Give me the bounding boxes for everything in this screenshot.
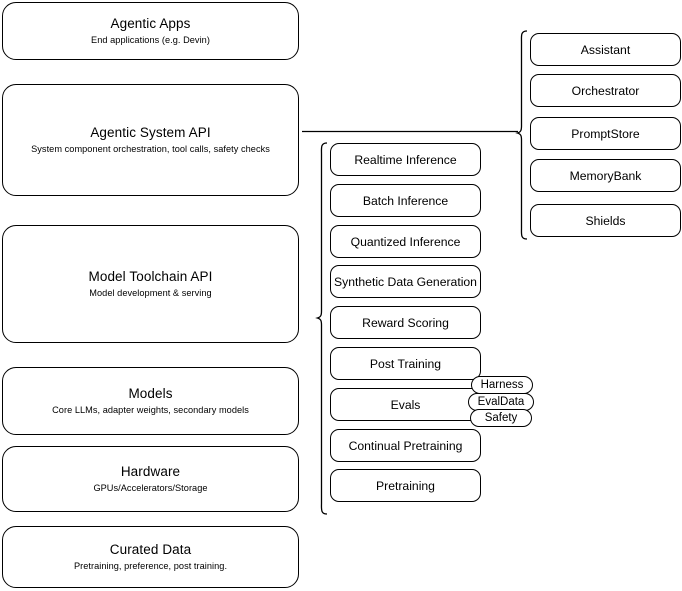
layer-hardware[interactable]: Hardware GPUs/Accelerators/Storage [2, 446, 299, 512]
layer-agentic-apps[interactable]: Agentic Apps End applications (e.g. Devi… [2, 2, 299, 60]
layer-title: Hardware [120, 464, 181, 479]
evals-tag-label: Harness [480, 378, 524, 391]
toolchain-item-label: Post Training [369, 356, 442, 371]
layer-subtitle: Model development & serving [89, 288, 212, 298]
system-item-orchestrator[interactable]: Orchestrator [530, 74, 681, 107]
system-item-label: Assistant [580, 42, 631, 57]
toolchain-item-realtime-inference[interactable]: Realtime Inference [330, 143, 481, 176]
system-item-label: Orchestrator [571, 83, 640, 98]
toolchain-item-reward-scoring[interactable]: Reward Scoring [330, 306, 481, 339]
brace-system-components [515, 30, 528, 240]
system-item-shields[interactable]: Shields [530, 204, 681, 237]
system-item-assistant[interactable]: Assistant [530, 33, 681, 66]
system-item-label: Shields [585, 213, 626, 228]
system-item-memorybank[interactable]: MemoryBank [530, 159, 681, 192]
layer-subtitle: Pretraining, preference, post training. [73, 561, 228, 571]
layer-subtitle: Core LLMs, adapter weights, secondary mo… [52, 405, 249, 415]
layer-subtitle: GPUs/Accelerators/Storage [93, 483, 208, 493]
layer-title: Model Toolchain API [88, 269, 213, 284]
layer-title: Agentic System API [90, 125, 211, 140]
layer-curated-data[interactable]: Curated Data Pretraining, preference, po… [2, 526, 299, 588]
layer-subtitle: End applications (e.g. Devin) [91, 35, 210, 45]
system-item-promptstore[interactable]: PromptStore [530, 117, 681, 150]
toolchain-item-continual-pretraining[interactable]: Continual Pretraining [330, 429, 481, 462]
toolchain-item-label: Pretraining [376, 478, 435, 493]
brace-toolchain-components [315, 142, 328, 515]
toolchain-item-label: Batch Inference [362, 193, 449, 208]
toolchain-item-label: Evals [390, 397, 421, 412]
toolchain-item-label: Realtime Inference [354, 152, 457, 167]
layer-title: Agentic Apps [110, 16, 191, 31]
toolchain-item-evals[interactable]: Evals [330, 388, 481, 421]
layer-title: Curated Data [109, 542, 192, 557]
system-item-label: MemoryBank [569, 168, 642, 183]
toolchain-item-label: Continual Pretraining [348, 438, 463, 453]
evals-tag-label: Safety [484, 411, 518, 424]
layer-subtitle: System component orchestration, tool cal… [31, 144, 270, 154]
toolchain-item-batch-inference[interactable]: Batch Inference [330, 184, 481, 217]
evals-tag-label: EvalData [477, 395, 525, 408]
toolchain-item-synthetic-data-generation[interactable]: Synthetic Data Generation [330, 265, 481, 298]
evals-tag-harness[interactable]: Harness [471, 376, 533, 394]
layer-agentic-system-api[interactable]: Agentic System API System component orch… [2, 84, 299, 196]
toolchain-item-post-training[interactable]: Post Training [330, 347, 481, 380]
layer-models[interactable]: Models Core LLMs, adapter weights, secon… [2, 367, 299, 435]
toolchain-item-label: Quantized Inference [350, 234, 461, 249]
evals-tag-safety[interactable]: Safety [470, 409, 532, 427]
toolchain-item-pretraining[interactable]: Pretraining [330, 469, 481, 502]
layer-model-toolchain-api[interactable]: Model Toolchain API Model development & … [2, 225, 299, 343]
toolchain-item-label: Synthetic Data Generation [334, 274, 477, 289]
layer-title: Models [128, 386, 173, 401]
toolchain-item-quantized-inference[interactable]: Quantized Inference [330, 225, 481, 258]
system-item-label: PromptStore [571, 126, 640, 141]
toolchain-item-label: Reward Scoring [362, 315, 449, 330]
